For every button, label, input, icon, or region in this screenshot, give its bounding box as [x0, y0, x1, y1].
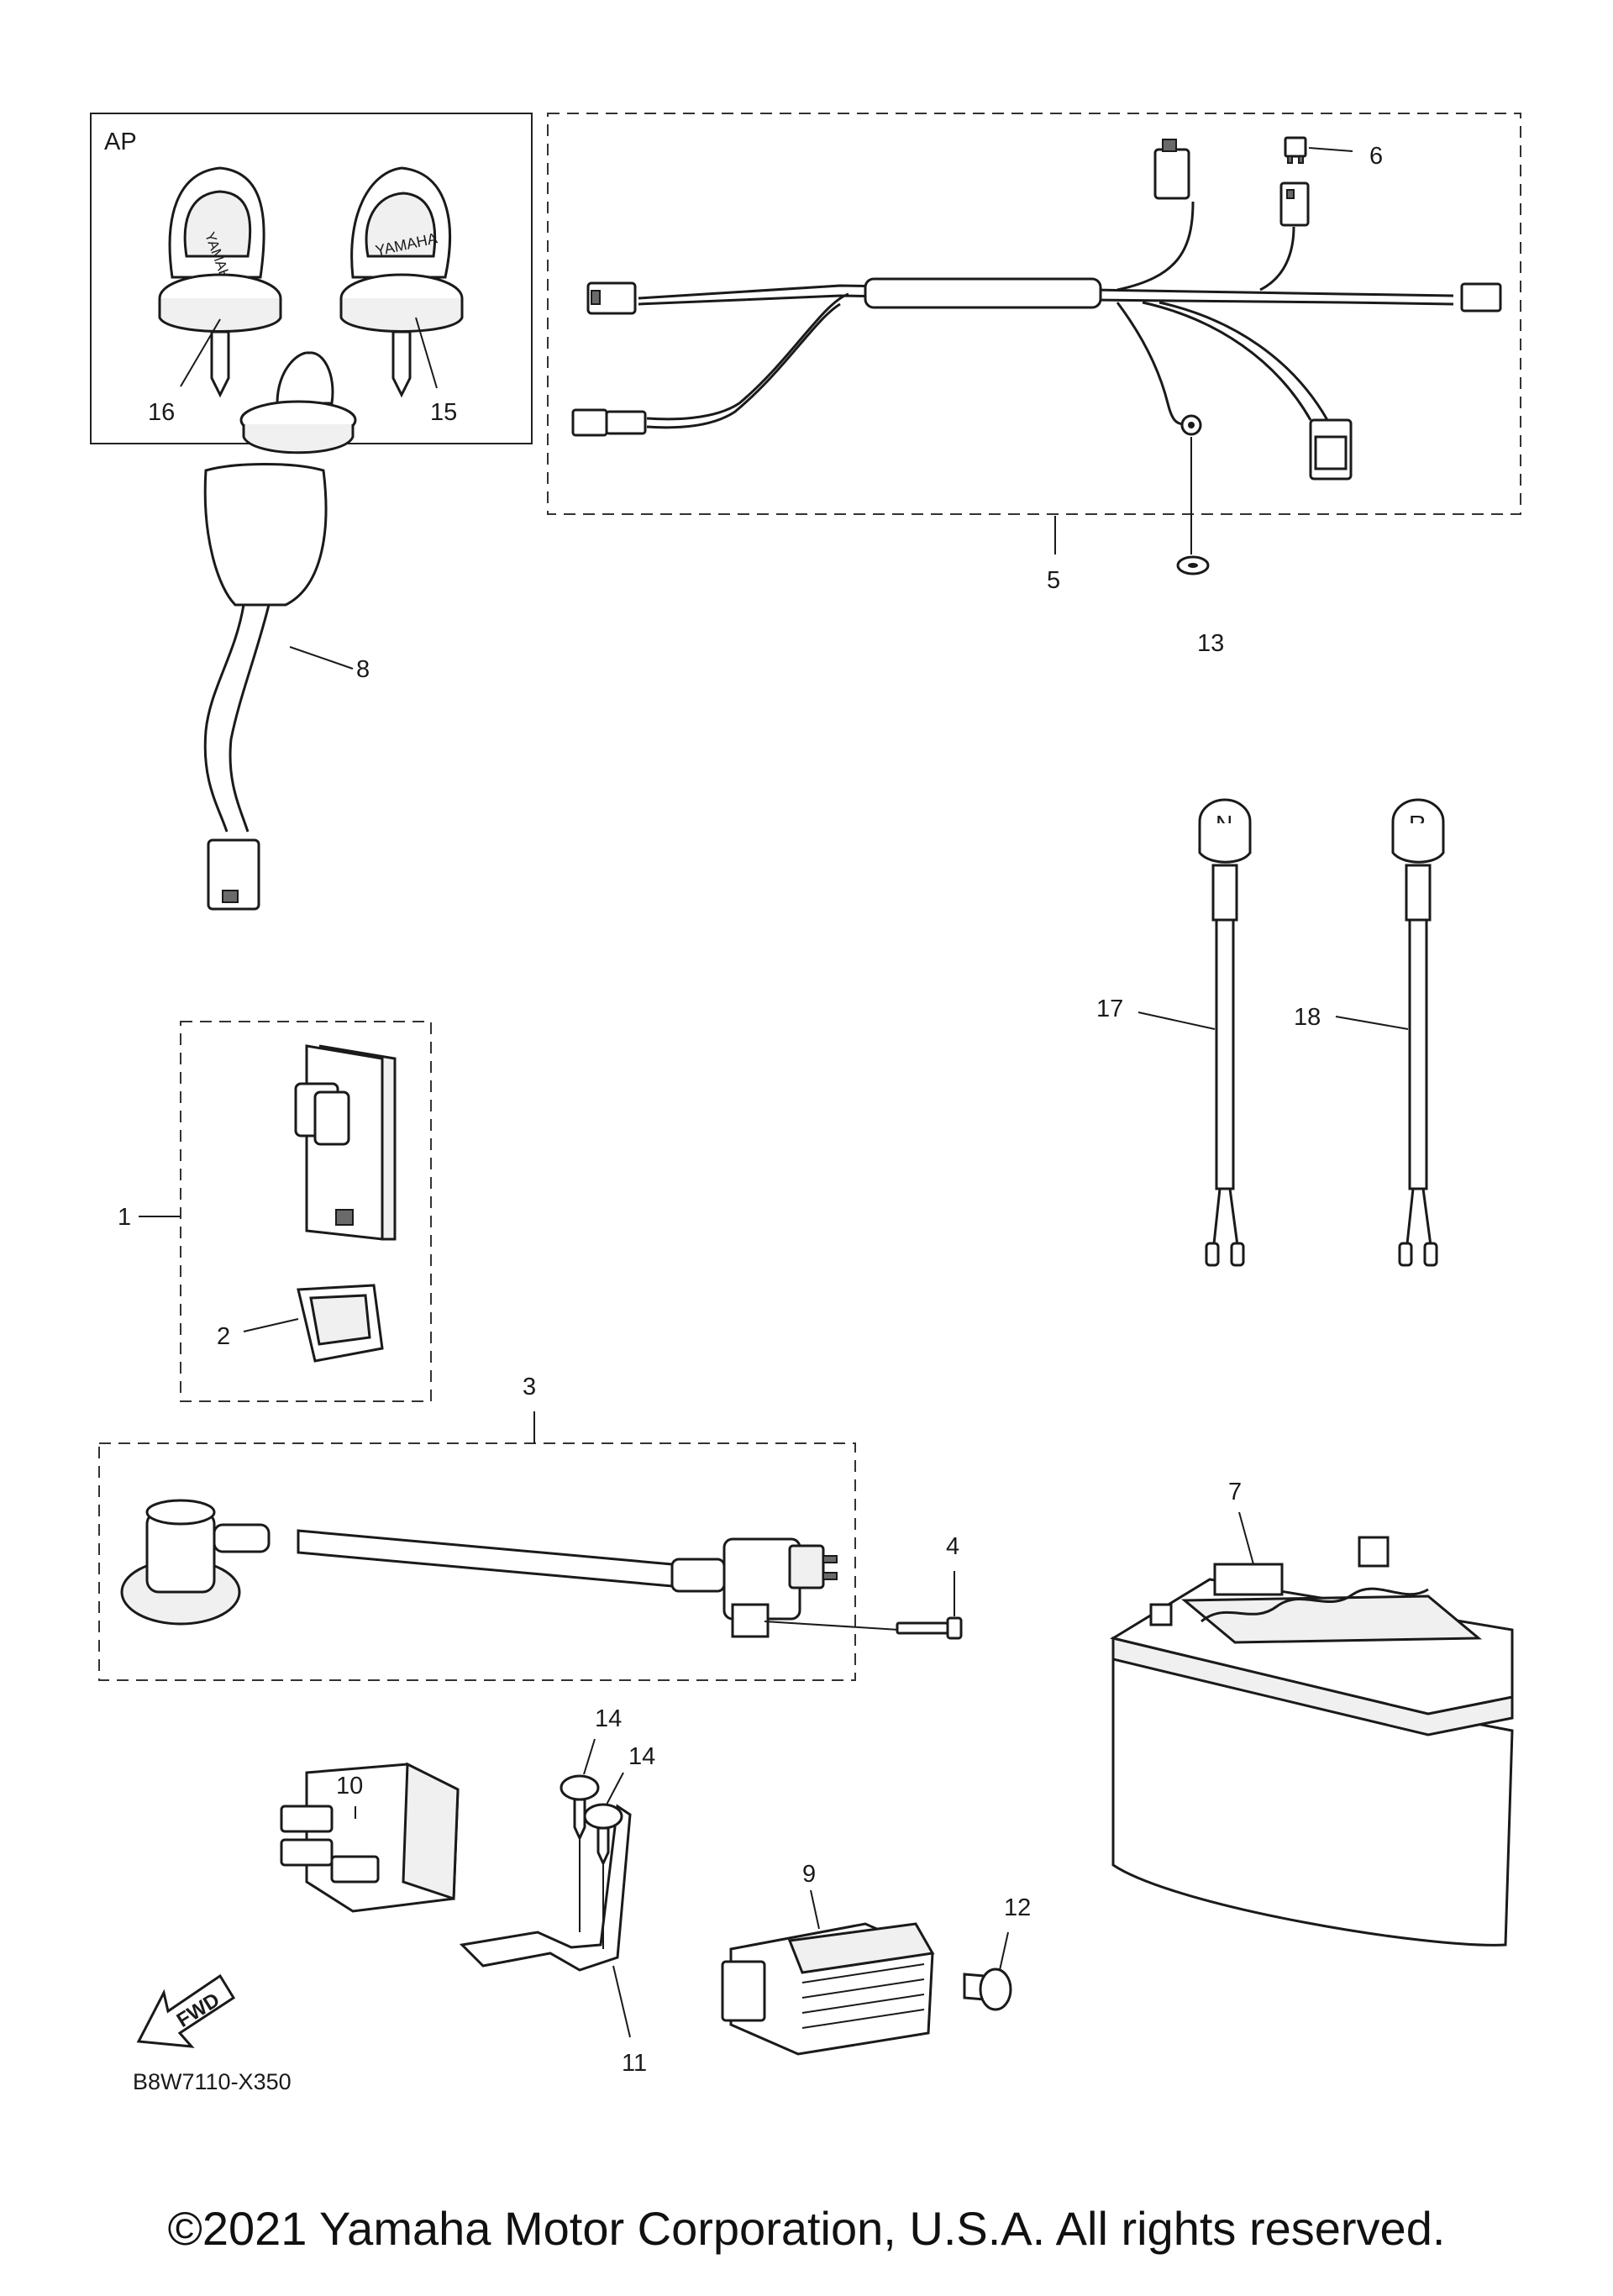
callout-3: 3 [523, 1374, 536, 1400]
cdi-unit [294, 1044, 397, 1241]
callout-9: 9 [802, 1861, 816, 1888]
bolt-4: 4 [896, 1533, 963, 1640]
coupler-cover-2 [297, 1284, 384, 1363]
callout-16: 16 [148, 399, 175, 426]
callout-4: 4 [946, 1533, 959, 1560]
callout-14b: 14 [628, 1743, 655, 1770]
callout-14a: 14 [595, 1705, 622, 1732]
harness-connector-left [586, 281, 637, 315]
neutral-switch-17: N 17 [1096, 798, 1252, 1267]
battery-7: 7 [1110, 1479, 1514, 1947]
callout-10: 10 [336, 1773, 363, 1799]
ap-label: AP [104, 129, 137, 155]
copyright-notice: ©2021 Yamaha Motor Corporation, U.S.A. A… [167, 2202, 1446, 2255]
screw-14b: 14 [583, 1743, 655, 1949]
spark-plug-cap [120, 1499, 271, 1626]
bolt-12: 12 [963, 1894, 1031, 2011]
rectifier-regulator-9: 9 [721, 1861, 935, 2056]
key-kit-box: AP YAMAHA YAMAHA 16 15 [90, 113, 533, 444]
callout-8: 8 [356, 656, 370, 683]
ignition-coil-group: 3 [98, 1374, 900, 1681]
reverse-switch-18: R 18 [1294, 798, 1445, 1267]
key-15: YAMAHA [339, 166, 464, 398]
starter-relay-10: 10 [280, 1762, 460, 1913]
callout-12: 12 [1004, 1894, 1031, 1921]
callout-6: 6 [1369, 143, 1383, 170]
callout-5: 5 [1047, 567, 1060, 594]
cdi-unit-group: 1 2 [118, 1021, 432, 1402]
ignition-coil [670, 1537, 838, 1638]
callout-18: 18 [1294, 1004, 1321, 1031]
callout-1: 1 [118, 1204, 131, 1231]
callout-2: 2 [217, 1323, 230, 1350]
wire-harness-group: 6 5 13 [547, 113, 1521, 657]
bracket-11: 11 [459, 1804, 647, 2077]
screw-14a: 14 [560, 1705, 622, 1932]
callout-7: 7 [1228, 1479, 1242, 1505]
callout-15: 15 [430, 399, 457, 426]
callout-11: 11 [622, 2050, 647, 2077]
main-switch-8: 8 [203, 351, 370, 911]
key-16: YAMAHA [158, 166, 282, 398]
diagram-code: B8W7110-X350 [133, 2069, 292, 2094]
fuse-6 [1284, 136, 1307, 164]
fwd-arrow: FWD [136, 1973, 236, 2048]
callout-17: 17 [1096, 996, 1123, 1022]
callout-13: 13 [1197, 630, 1224, 657]
